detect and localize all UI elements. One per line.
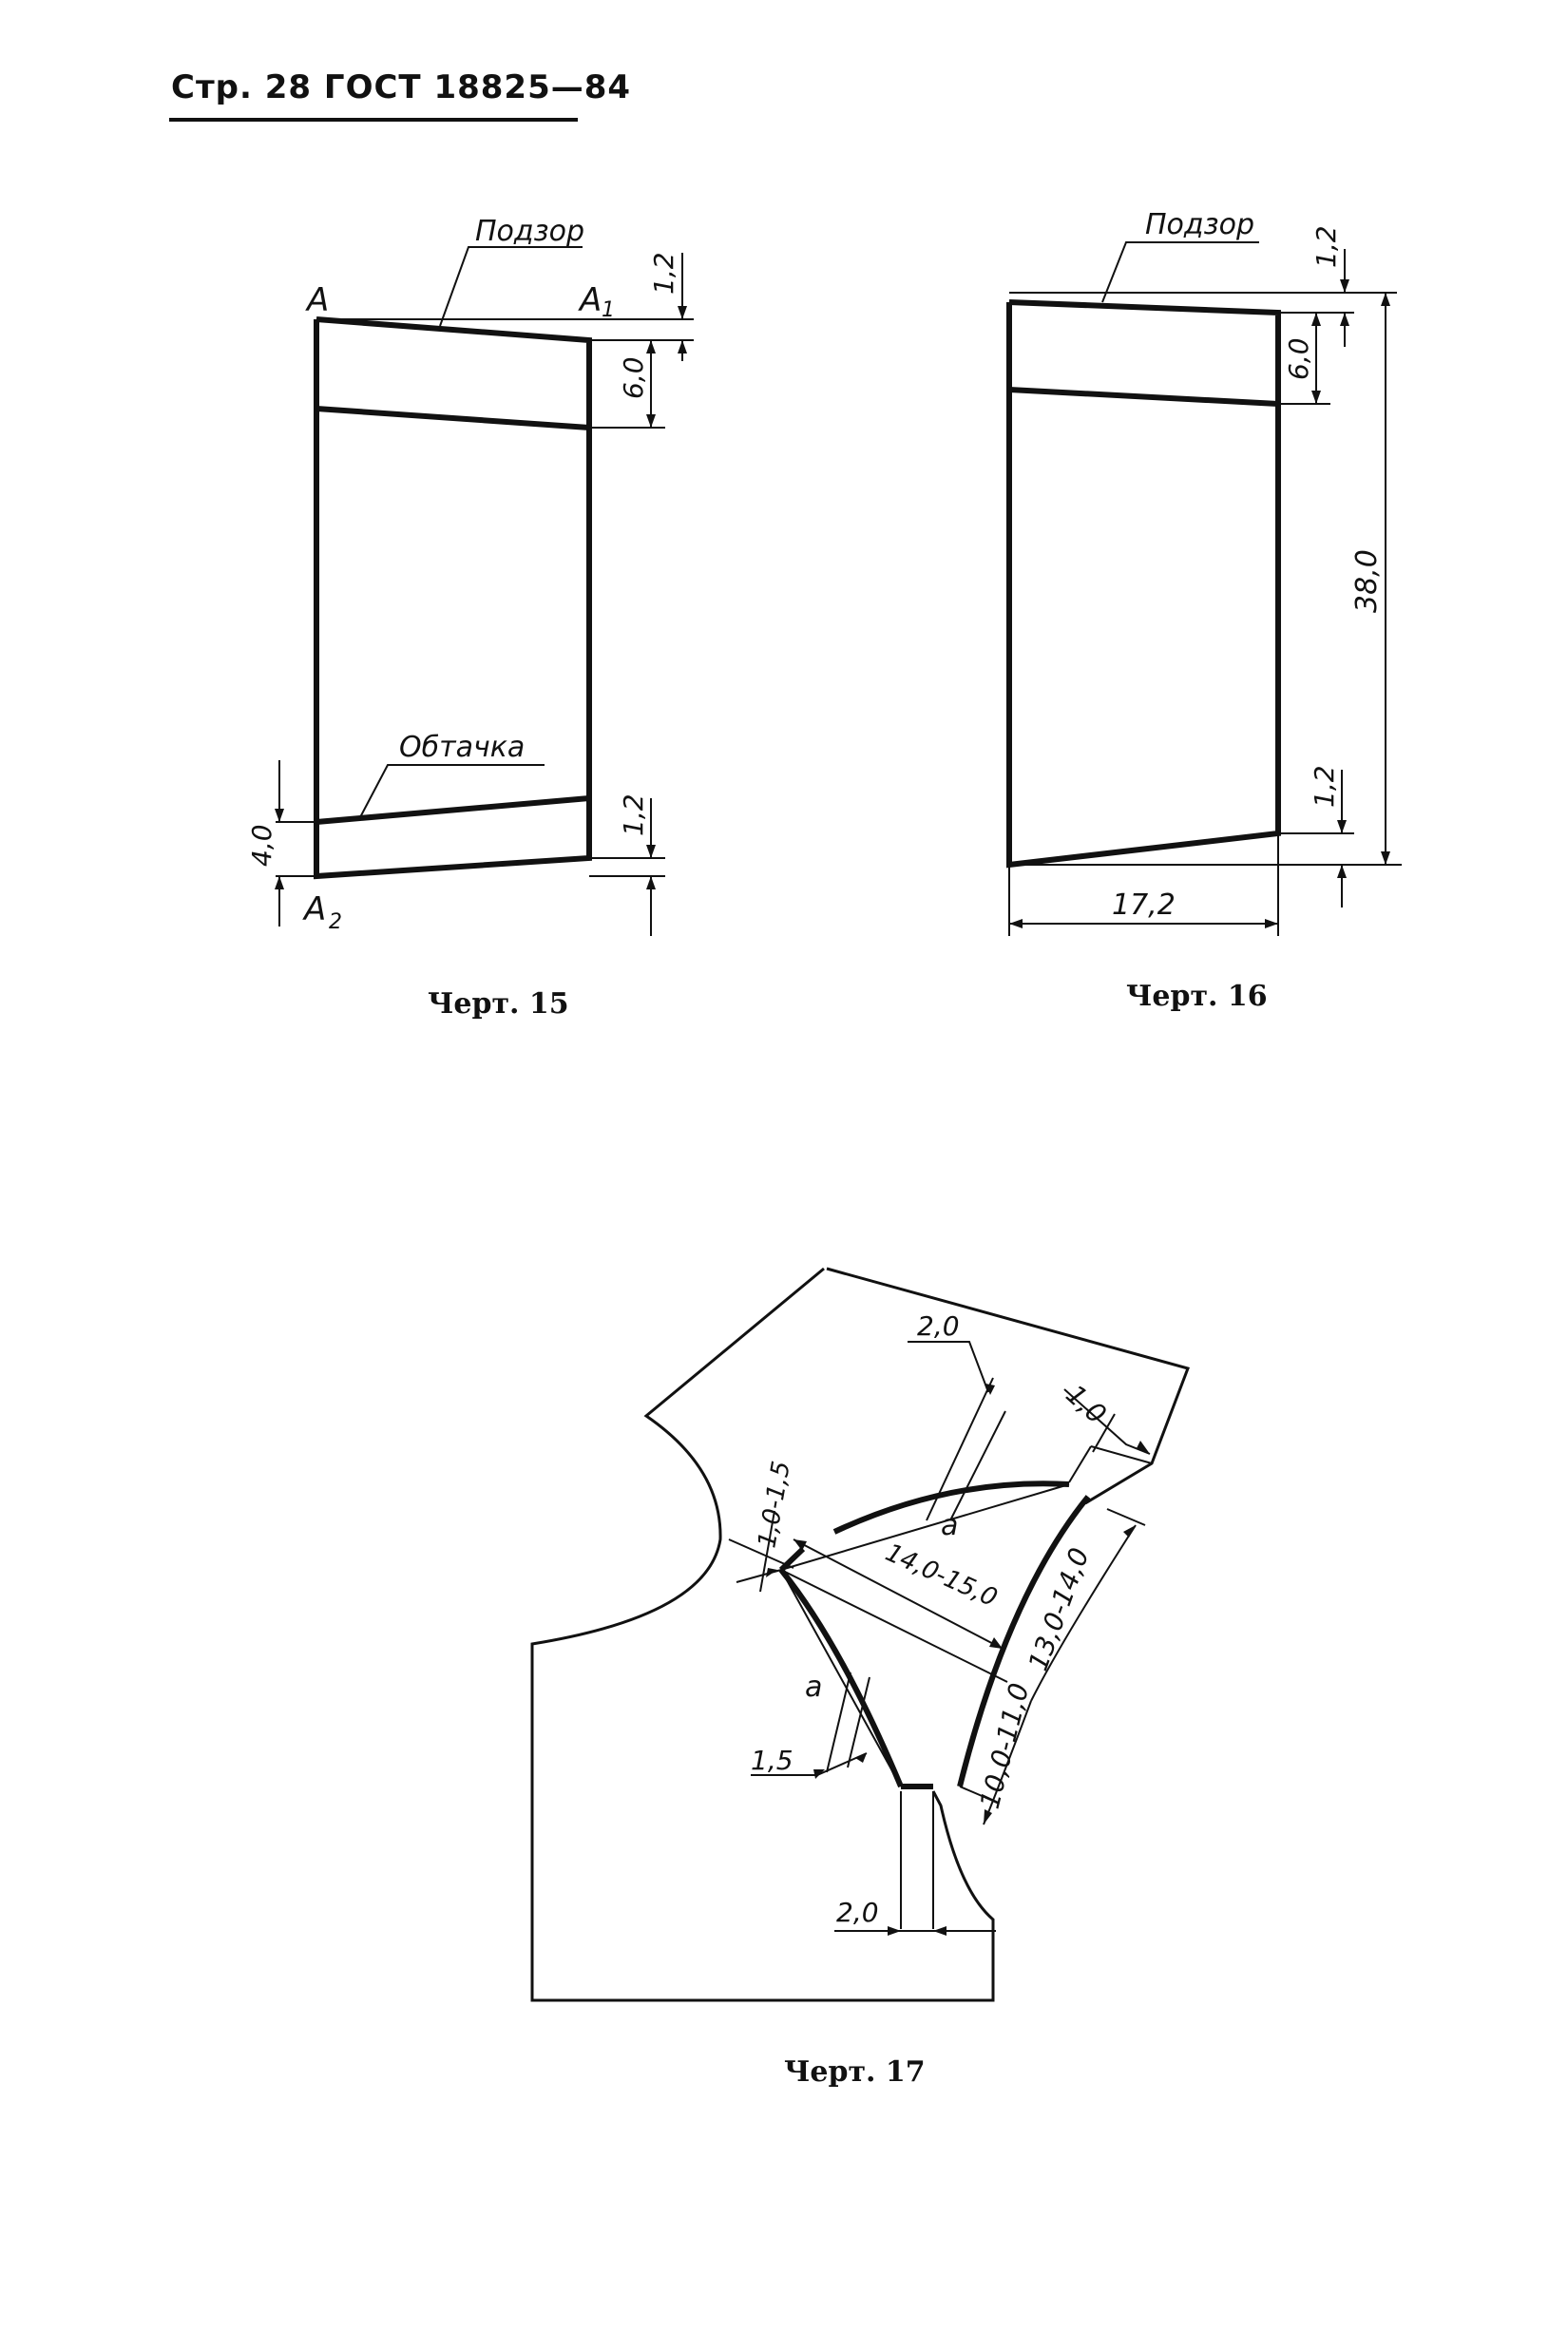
fig17-dim-1-text: 1,0 bbox=[1060, 1379, 1112, 1430]
fig17-top-curve bbox=[832, 1481, 1070, 1535]
fig17-dim-2-top-arrow bbox=[985, 1384, 995, 1395]
fig17-band-edge1 bbox=[1068, 1445, 1092, 1483]
fig15-outline bbox=[314, 316, 592, 880]
fig17-dim-2-bottom-arrow1 bbox=[888, 1926, 901, 1936]
fig16-podzor-leader bbox=[1101, 241, 1259, 303]
fig15-dim-br-arrow1 bbox=[646, 845, 656, 858]
fig15-point-a1: A bbox=[578, 281, 602, 319]
fig17-dim-1-leader bbox=[1063, 1388, 1151, 1455]
fig17-dim-15-arrow1 bbox=[813, 1769, 825, 1779]
fig15-caption: Черт. 15 bbox=[428, 987, 569, 1021]
fig15-podzor-leader bbox=[439, 246, 583, 327]
fig17-band-edge2 bbox=[1090, 1445, 1153, 1464]
fig16-dim-height-arrow1 bbox=[1381, 293, 1390, 306]
fig15-dim-top-arrow bbox=[678, 306, 687, 319]
fig17-dim-13-tick bbox=[1106, 1508, 1146, 1526]
fig16-label-podzor: Подзор bbox=[1145, 208, 1254, 241]
fig15-dim-top-text: 1,2 bbox=[648, 252, 679, 295]
fig17-dim-15-text: 1,5 bbox=[751, 1745, 794, 1776]
fig17-dim-13-arc bbox=[1030, 1524, 1137, 1702]
fig16-dim-width-text: 17,2 bbox=[1112, 888, 1176, 922]
fig15-dim-band-text: 6,0 bbox=[618, 356, 649, 399]
fig17-dim-14-line bbox=[793, 1538, 1004, 1650]
fig15-dim-bl-arrow1 bbox=[275, 809, 284, 822]
fig16-dim-width-arrow1 bbox=[1009, 919, 1023, 928]
fig16-dim-height-arrow2 bbox=[1381, 851, 1390, 865]
fig16-dim-band-arrow2 bbox=[1311, 391, 1321, 404]
fig16-dim-width-arrow2 bbox=[1265, 919, 1278, 928]
fig15-podzor-line bbox=[316, 406, 590, 430]
fig17-left-curve bbox=[778, 1568, 904, 1788]
fig16-dim-bottom-text: 1,2 bbox=[1309, 765, 1340, 808]
fig17-dim-2-top-line2 bbox=[949, 1410, 1006, 1521]
fig17-dim-14-text: 14,0-15,0 bbox=[881, 1538, 1002, 1613]
fig17-dim-2-top-leader bbox=[908, 1341, 989, 1393]
figure-17: 14,0-15,0 a 2,0 1,0 1,0-1,5 13,0-14,0 10… bbox=[530, 1267, 1190, 2089]
fig15-point-a: A bbox=[305, 281, 329, 319]
fig17-dim-1015-arrow bbox=[766, 1568, 777, 1577]
fig17-dim-10-tick bbox=[959, 1786, 994, 1802]
fig15-dim-br-text: 1,2 bbox=[618, 793, 649, 836]
fig17-dim-15-line1 bbox=[826, 1672, 851, 1773]
fig17-dim-13-arrow bbox=[1123, 1525, 1136, 1538]
figure-15: Подзор Обтачка A A 1 A 2 1,2 6,0 1,2 4,0 bbox=[246, 215, 694, 1021]
fig17-dim-2-top-text: 2,0 bbox=[917, 1310, 960, 1342]
fig17-dim-1-arrow bbox=[1137, 1441, 1150, 1454]
fig17-dim-a-top: a bbox=[941, 1509, 958, 1542]
fig15-dim-bl-arrow2 bbox=[275, 876, 284, 889]
fig17-caption: Черт. 17 bbox=[784, 2055, 926, 2089]
fig16-dim-height-text: 38,0 bbox=[1350, 549, 1384, 613]
fig17-dim-15-line2 bbox=[847, 1676, 870, 1768]
fig17-chord-left bbox=[780, 1569, 902, 1787]
fig15-obtachka-line bbox=[316, 795, 590, 825]
fig17-bodice-outline bbox=[530, 1267, 1190, 2002]
fig17-dim-10-arrow bbox=[984, 1809, 992, 1825]
fig17-dim-2-bottom-text: 2,0 bbox=[836, 1897, 879, 1928]
fig17-dim-14-arrow1 bbox=[794, 1539, 807, 1551]
fig17-dim-14-arrow2 bbox=[989, 1637, 1003, 1649]
fig17-dim-15-arrow2 bbox=[855, 1753, 867, 1763]
fig15-point-a2: A bbox=[302, 890, 326, 928]
fig17-dim-2-top-line1 bbox=[926, 1377, 994, 1521]
fig16-dim-band-text: 6,0 bbox=[1283, 337, 1314, 380]
fig15-obtachka-leader bbox=[358, 764, 545, 820]
fig15-dim-band-arrow1 bbox=[646, 340, 656, 353]
fig15-point-a1-sub: 1 bbox=[602, 298, 615, 322]
fig16-dim-top-text: 1,2 bbox=[1310, 225, 1342, 268]
fig17-dim-13-text: 13,0-14,0 bbox=[1023, 1543, 1096, 1674]
fig15-point-a2-sub: 2 bbox=[329, 910, 342, 934]
fig15-dim-bl-text: 4,0 bbox=[246, 824, 277, 867]
fig16-outline bbox=[1006, 299, 1281, 869]
fig16-dim-top-arrow1 bbox=[1340, 279, 1349, 293]
fig16-dim-bottom-arrow2 bbox=[1337, 865, 1347, 878]
fig16-dim-bottom-arrow1 bbox=[1337, 820, 1347, 833]
fig17-dim-1015-text: 1,0-1,5 bbox=[753, 1459, 796, 1550]
page-header: Стр. 28 ГОСТ 18825—84 bbox=[171, 68, 632, 106]
header-rule bbox=[169, 118, 578, 122]
fig17-dim-1015-line1 bbox=[728, 1538, 794, 1569]
fig17-chord-right bbox=[780, 1569, 1008, 1683]
fig15-dim-top-arrow2 bbox=[678, 340, 687, 353]
fig15-label-podzor: Подзор bbox=[475, 215, 584, 248]
fig16-dim-band-arrow1 bbox=[1311, 313, 1321, 326]
fig16-caption: Черт. 16 bbox=[1126, 980, 1268, 1013]
fig17-dim-2-bottom-arrow2 bbox=[933, 1926, 947, 1936]
fig16-dim-top-arrow2 bbox=[1340, 313, 1349, 326]
fig17-dim-1015-line3 bbox=[759, 1510, 775, 1593]
fig17-right-curve bbox=[957, 1495, 1091, 1787]
fig15-dim-band-arrow2 bbox=[646, 414, 656, 428]
fig17-dim-a-left: a bbox=[805, 1671, 822, 1704]
fig17-dim-1-line1 bbox=[1092, 1413, 1116, 1453]
figure-16: Подзор 1,2 6,0 38,0 1,2 17,2 Черт. 16 bbox=[1006, 208, 1402, 1013]
fig15-label-obtachka: Обтачка bbox=[399, 731, 525, 764]
fig15-dim-br-arrow2 bbox=[646, 876, 656, 889]
fig17-left-corner bbox=[778, 1546, 806, 1573]
fig17-chord-top bbox=[780, 1483, 1070, 1571]
fig16-podzor-line bbox=[1008, 387, 1279, 407]
